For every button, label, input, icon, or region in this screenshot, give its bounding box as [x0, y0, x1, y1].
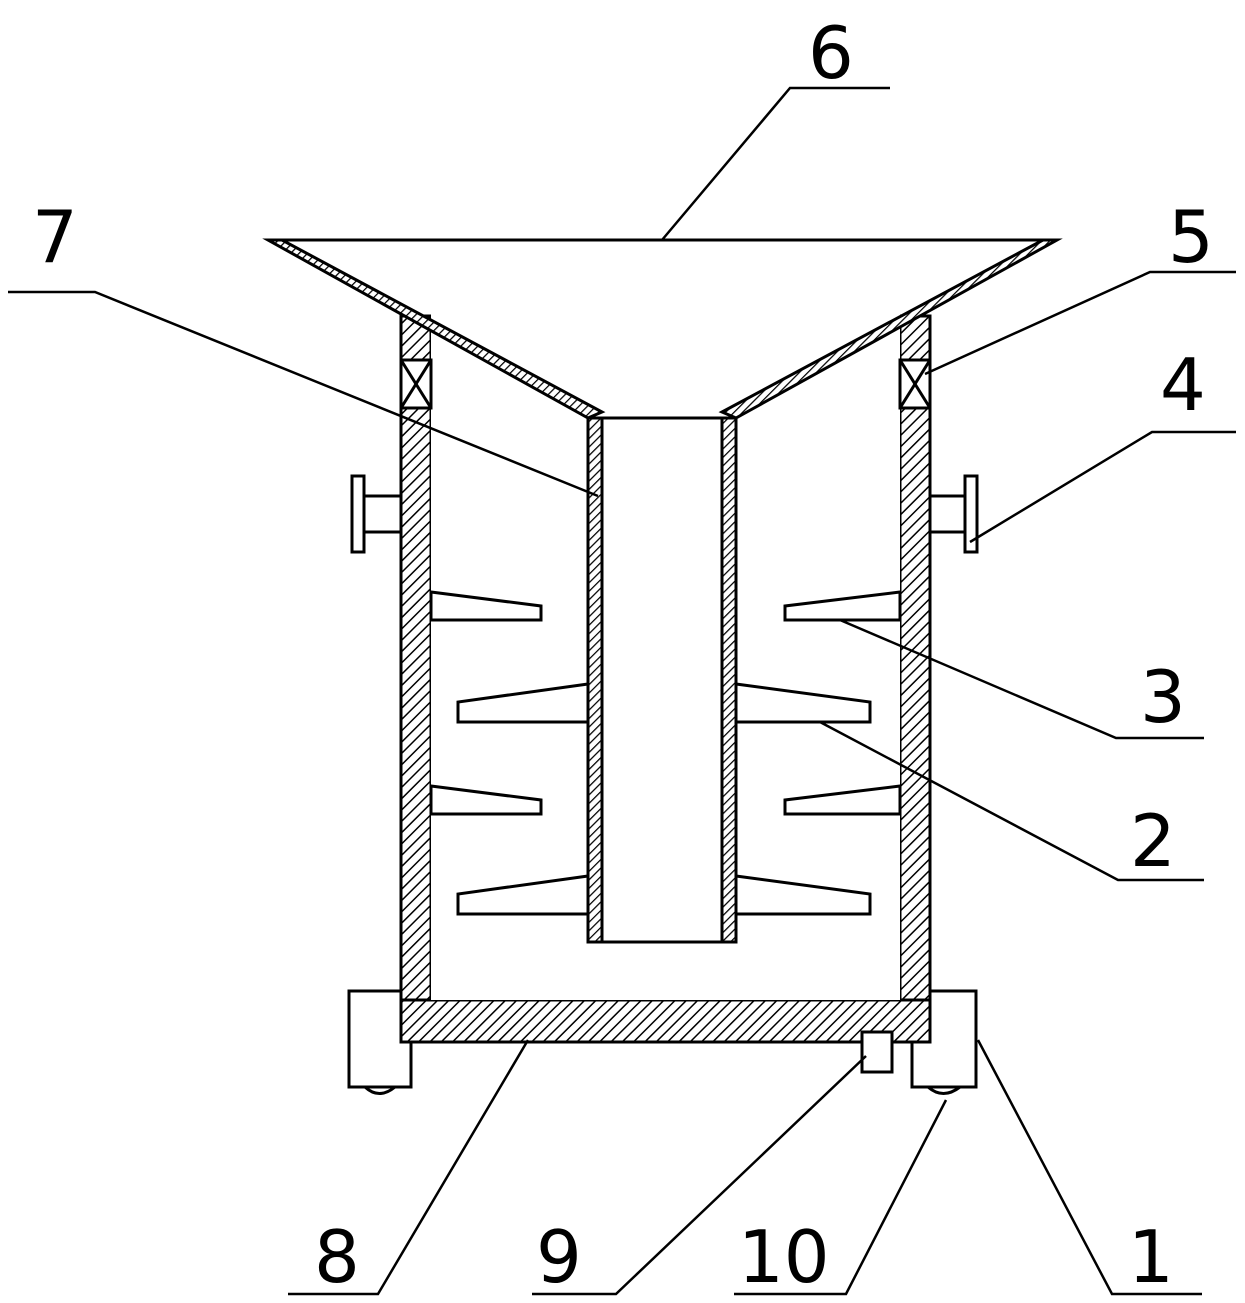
outlet-valve	[860, 1030, 894, 1074]
callout-5: 5	[1168, 195, 1214, 279]
hollow-shaft-right-wall	[720, 416, 738, 944]
callout-9: 9	[536, 1215, 582, 1299]
callout-4: 4	[1160, 343, 1206, 427]
callout-10: 10	[738, 1215, 830, 1299]
leader-8	[288, 1039, 530, 1296]
tank-bottom-plate	[399, 998, 932, 1044]
wall-blade-right-upper	[783, 590, 902, 622]
wall-blade-left-lower	[429, 784, 543, 816]
right-bearing	[898, 358, 932, 410]
left-pipe-flange	[350, 474, 403, 554]
leader-4	[969, 430, 1236, 544]
callout-6: 6	[808, 11, 854, 95]
leader-7	[8, 290, 599, 498]
leader-6	[661, 86, 890, 241]
leader-10	[734, 1099, 948, 1296]
callout-3: 3	[1140, 655, 1186, 739]
tank-right-wall	[898, 314, 932, 1044]
callout-7: 7	[32, 195, 78, 279]
callout-1: 1	[1128, 1215, 1174, 1299]
leader-1	[976, 1039, 1202, 1296]
right-pipe-flange	[928, 474, 979, 554]
callout-2: 2	[1130, 799, 1176, 883]
leader-5	[924, 270, 1236, 376]
wall-blade-left-upper	[429, 590, 543, 622]
leader-9	[532, 1055, 867, 1296]
hollow-shaft-left-wall	[586, 416, 604, 944]
leader-2	[819, 720, 1204, 882]
leader-3	[839, 618, 1204, 740]
callout-8: 8	[314, 1215, 360, 1299]
tank-left-wall	[399, 314, 433, 1044]
left-bearing	[399, 358, 433, 410]
wall-blade-right-lower	[783, 784, 902, 816]
